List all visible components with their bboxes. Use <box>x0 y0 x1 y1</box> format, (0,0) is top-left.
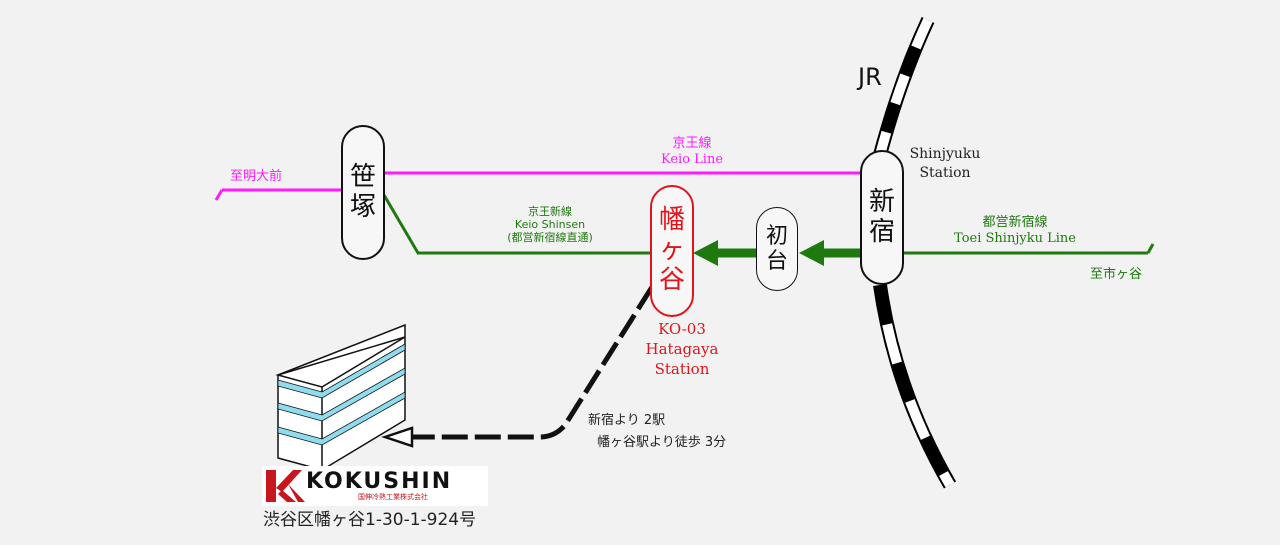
to-ichigaya-label: 至市ヶ谷 <box>1090 267 1143 282</box>
kokushin-logo-mark <box>262 466 488 506</box>
keio-shinsen-jp-label: 京王新線 <box>528 205 572 218</box>
keio-shinsen-line <box>382 194 1155 266</box>
hatagaya-en-label-2: Station <box>654 360 710 378</box>
arrow-icon <box>799 240 824 266</box>
hatagaya-code: KO-03 <box>658 320 706 338</box>
shinjuku-en-label-1: Shinjyuku <box>909 146 981 162</box>
arrow-icon <box>693 240 718 266</box>
directions-line-2: 幡ヶ谷駅より徒歩 3分 <box>597 435 727 450</box>
building-icon <box>275 323 406 471</box>
station-char: ヶ <box>658 235 685 266</box>
keio-shinsen-note-label: (都営新宿線直通) <box>507 231 593 244</box>
keio-shinsen-en-label: Keio Shinsen <box>514 218 586 231</box>
jr-label: JR <box>858 63 882 91</box>
station-hatagaya[interactable]: 幡 ヶ 谷 <box>650 185 694 317</box>
keio-line-jp-label: 京王線 <box>672 136 712 151</box>
company-address: 渋谷区幡ヶ谷1-30-1-924号 <box>263 510 477 530</box>
station-char: 幡 <box>658 205 685 236</box>
hatagaya-en-label-1: Hatagaya <box>645 340 719 358</box>
jr-line <box>873 17 957 489</box>
station-hatsudai[interactable]: 初 台 <box>756 207 798 291</box>
station-char: 台 <box>765 249 788 274</box>
walking-route <box>381 285 655 448</box>
station-sasazuka[interactable]: 笹 塚 <box>341 125 385 260</box>
keio-line-en-label: Keio Line <box>660 152 724 167</box>
station-char: 谷 <box>658 264 685 295</box>
keio-line <box>214 171 862 201</box>
station-shinjuku[interactable]: 新 宿 <box>860 150 904 285</box>
to-meidaimae-label: 至明大前 <box>230 169 283 184</box>
station-char: 新 <box>868 186 895 217</box>
arrow-icon <box>381 426 414 448</box>
station-char: 初 <box>765 223 788 249</box>
station-char: 笹 <box>349 161 376 192</box>
shinjuku-en-label-2: Station <box>919 165 971 181</box>
company-name-jp: 国伸冷熱工業株式会社 <box>358 493 428 501</box>
station-char: 塚 <box>349 191 376 222</box>
station-char: 宿 <box>868 216 895 247</box>
directions-line-1: 新宿より 2駅 <box>588 413 666 428</box>
toei-jp-label: 都営新宿線 <box>982 215 1048 230</box>
toei-en-label: Toei Shinjyku Line <box>954 231 1076 246</box>
company-name: KOKUSHIN <box>306 469 453 494</box>
